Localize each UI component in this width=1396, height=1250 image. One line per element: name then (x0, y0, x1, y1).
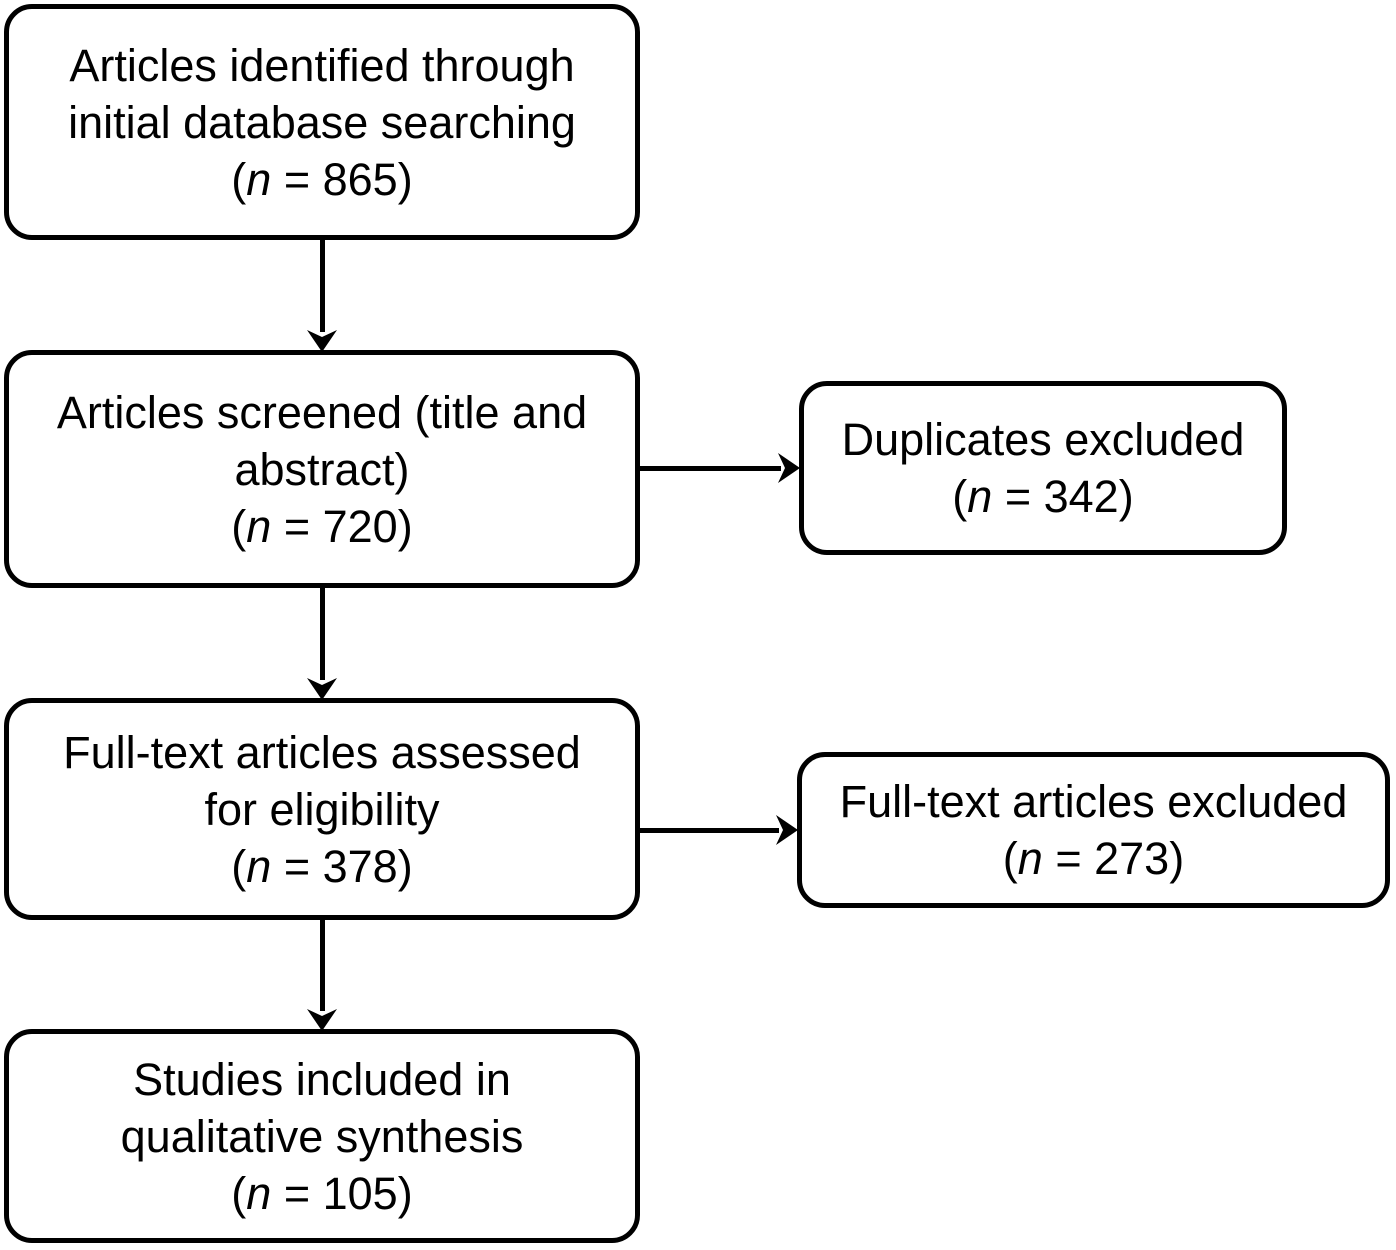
count-value: 105 (322, 1167, 398, 1219)
arrow-screening-to-eligibility-stem (320, 588, 325, 680)
box-text-line: for eligibility (204, 783, 440, 835)
box-text-line: Studies included in (133, 1053, 511, 1105)
box-text-line: abstract) (234, 443, 410, 495)
count-line: (n = 105) (231, 1167, 413, 1219)
count-value: 342 (1043, 471, 1119, 522)
arrow-down-head-icon (307, 1009, 337, 1031)
box-text-line: Articles screened (title and (56, 386, 588, 438)
count-line: (n = 378) (231, 840, 413, 892)
box-fulltext-excluded: Full-text articles excluded (n = 273) (797, 752, 1390, 908)
arrow-down-head-icon (307, 330, 337, 352)
count-value: 273 (1094, 833, 1170, 884)
arrow-eligibility-to-fulltext-stem (640, 828, 779, 833)
count-value: 378 (322, 840, 398, 892)
box-included: Studies included in qualitative synthesi… (4, 1029, 640, 1243)
count-line: (n = 865) (231, 153, 413, 205)
box-text-line: Full-text articles excluded (839, 776, 1348, 827)
count-line: (n = 273) (1002, 833, 1185, 884)
arrow-eligibility-to-included-stem (320, 920, 325, 1011)
box-text-line: Duplicates excluded (841, 414, 1245, 465)
box-screening: Articles screened (title and abstract) (… (4, 350, 640, 588)
box-identification: Articles identified through initial data… (4, 4, 640, 240)
arrow-right-head-icon (778, 453, 800, 483)
arrow-down-head-icon (307, 678, 337, 700)
count-value: 720 (322, 500, 398, 552)
box-duplicates-excluded: Duplicates excluded (n = 342) (799, 381, 1287, 555)
count-value: 865 (322, 153, 398, 205)
box-text-line: Articles identified through (69, 39, 575, 91)
box-eligibility: Full-text articles assessed for eligibil… (4, 698, 640, 920)
count-line: (n = 720) (231, 500, 413, 552)
arrow-screening-to-duplicates-stem (640, 466, 781, 471)
arrow-identification-to-screening-stem (320, 240, 325, 332)
box-text-line: Full-text articles assessed (63, 726, 581, 778)
arrow-right-head-icon (776, 815, 798, 845)
count-line: (n = 342) (952, 471, 1134, 522)
box-text-line: qualitative synthesis (120, 1110, 524, 1162)
box-text-line: initial database searching (68, 96, 576, 148)
